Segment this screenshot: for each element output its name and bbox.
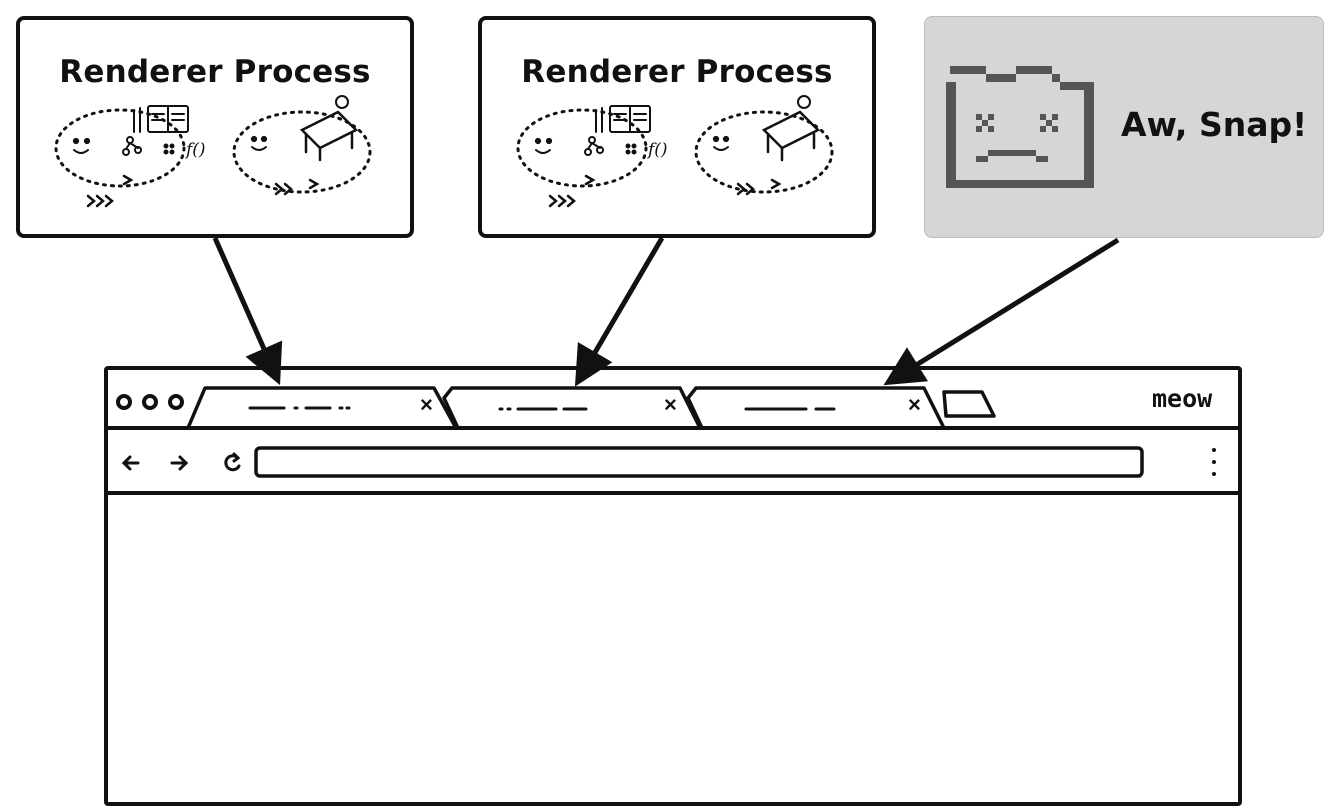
kebab-menu-icon[interactable] bbox=[1212, 448, 1216, 476]
tab-title-placeholders bbox=[248, 406, 836, 411]
window-minimize-dot[interactable] bbox=[142, 394, 158, 410]
renderer-process-box-1: Renderer Process bbox=[16, 16, 414, 238]
address-bar[interactable] bbox=[254, 446, 1144, 478]
back-icon[interactable] bbox=[121, 455, 140, 471]
renderer-process-title-1: Renderer Process bbox=[59, 54, 371, 90]
function-glyph: f() bbox=[646, 140, 668, 160]
aw-snap-message: Aw, Snap! bbox=[1121, 105, 1308, 144]
tab-2-close-icon[interactable]: × bbox=[664, 392, 677, 417]
main-thread-loop-icon bbox=[516, 108, 648, 208]
tools-book-icon bbox=[584, 105, 651, 156]
worker-thread-loop-icon bbox=[232, 95, 372, 196]
tools-book-icon bbox=[122, 105, 189, 156]
renderer-illustration-1: f() bbox=[54, 95, 372, 208]
window-maximize-dot[interactable] bbox=[168, 394, 184, 410]
reload-icon[interactable] bbox=[224, 452, 241, 472]
arrow-to-tab-1 bbox=[212, 236, 283, 386]
renderer-illustration-2: f() bbox=[516, 95, 834, 208]
browser-window bbox=[104, 366, 1242, 806]
new-tab-button[interactable] bbox=[942, 390, 996, 418]
tab-3-close-icon[interactable]: × bbox=[908, 392, 921, 417]
tab-1-close-icon[interactable]: × bbox=[420, 392, 433, 417]
arrow-to-tab-2 bbox=[574, 236, 665, 387]
toolbar-divider bbox=[104, 426, 1242, 495]
connector-arrows bbox=[212, 236, 1120, 387]
forward-icon[interactable] bbox=[170, 455, 189, 471]
browser-brand-label: meow bbox=[1152, 384, 1213, 413]
renderer-process-title-2: Renderer Process bbox=[521, 54, 833, 90]
sad-folder-icon bbox=[946, 66, 1094, 188]
window-close-dot[interactable] bbox=[116, 394, 132, 410]
renderer-process-box-2: Renderer Process bbox=[478, 16, 876, 238]
worker-thread-loop-icon bbox=[694, 95, 834, 196]
main-thread-loop-icon bbox=[54, 108, 186, 208]
function-glyph: f() bbox=[184, 140, 206, 160]
window-controls[interactable] bbox=[116, 394, 184, 410]
arrow-to-tab-3 bbox=[883, 237, 1120, 386]
